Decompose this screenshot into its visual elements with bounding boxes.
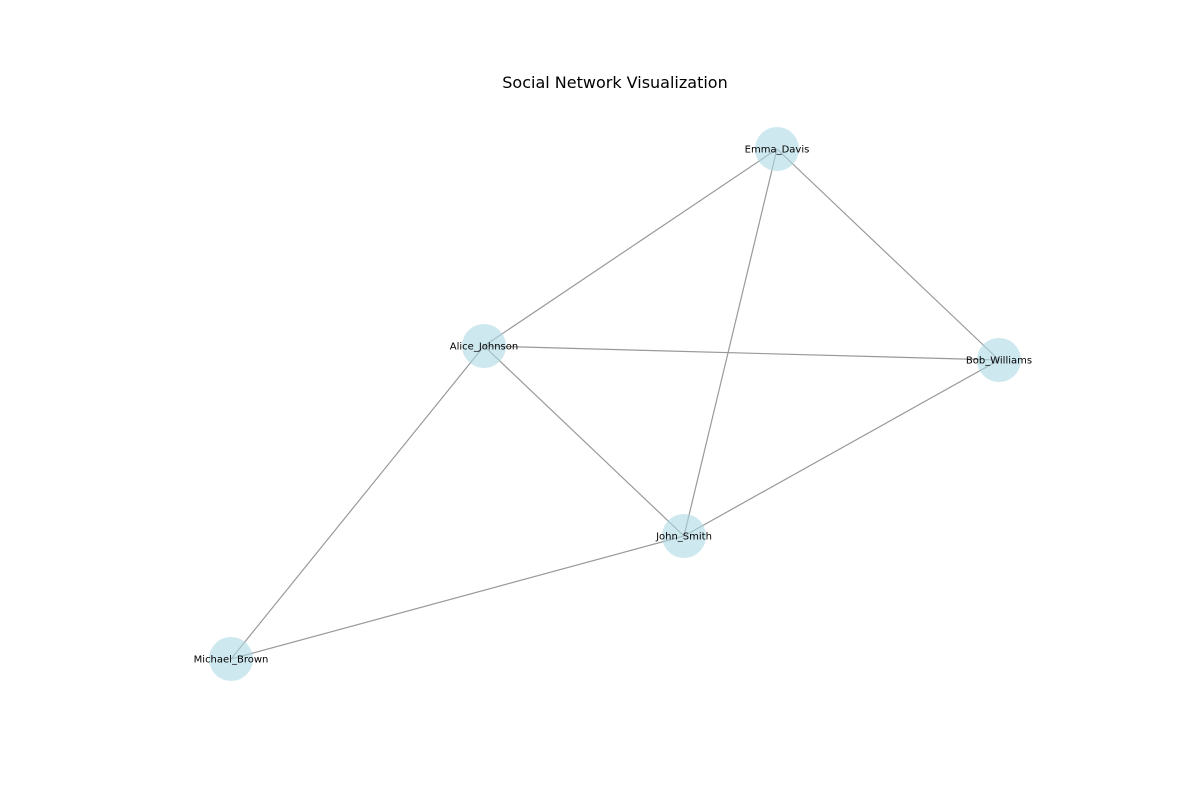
graph-title: Social Network Visualization (502, 73, 727, 92)
node-label: Bob_Williams (966, 356, 1032, 367)
edge-Alice_Johnson-Michael_Brown (230, 345, 485, 660)
node-Michael_Brown[interactable]: Michael_Brown (194, 637, 269, 681)
edge-Alice_Johnson-Bob_Williams (483, 345, 1000, 361)
node-circle[interactable] (462, 324, 506, 368)
edge-John_Smith-Michael_Brown (230, 535, 685, 660)
edge-Bob_Williams-John_Smith (683, 359, 1000, 537)
node-Alice_Johnson[interactable]: Alice_Johnson (450, 324, 518, 368)
edge-Emma_Davis-Alice_Johnson (483, 148, 778, 347)
node-label: Emma_Davis (745, 145, 810, 156)
node-Emma_Davis[interactable]: Emma_Davis (745, 127, 810, 171)
edges-layer (230, 148, 1000, 660)
node-circle[interactable] (977, 338, 1021, 382)
edge-Alice_Johnson-John_Smith (483, 345, 685, 537)
nodes-layer: Emma_DavisAlice_JohnsonBob_WilliamsJohn_… (194, 127, 1032, 681)
node-circle[interactable] (755, 127, 799, 171)
edge-Emma_Davis-John_Smith (683, 148, 778, 537)
node-John_Smith[interactable]: John_Smith (655, 514, 712, 558)
node-label: John_Smith (655, 532, 712, 543)
node-Bob_Williams[interactable]: Bob_Williams (966, 338, 1032, 382)
edge-Emma_Davis-Bob_Williams (776, 148, 1000, 361)
node-label: Michael_Brown (194, 655, 269, 666)
node-circle[interactable] (209, 637, 253, 681)
node-label: Alice_Johnson (450, 342, 518, 353)
node-circle[interactable] (662, 514, 706, 558)
